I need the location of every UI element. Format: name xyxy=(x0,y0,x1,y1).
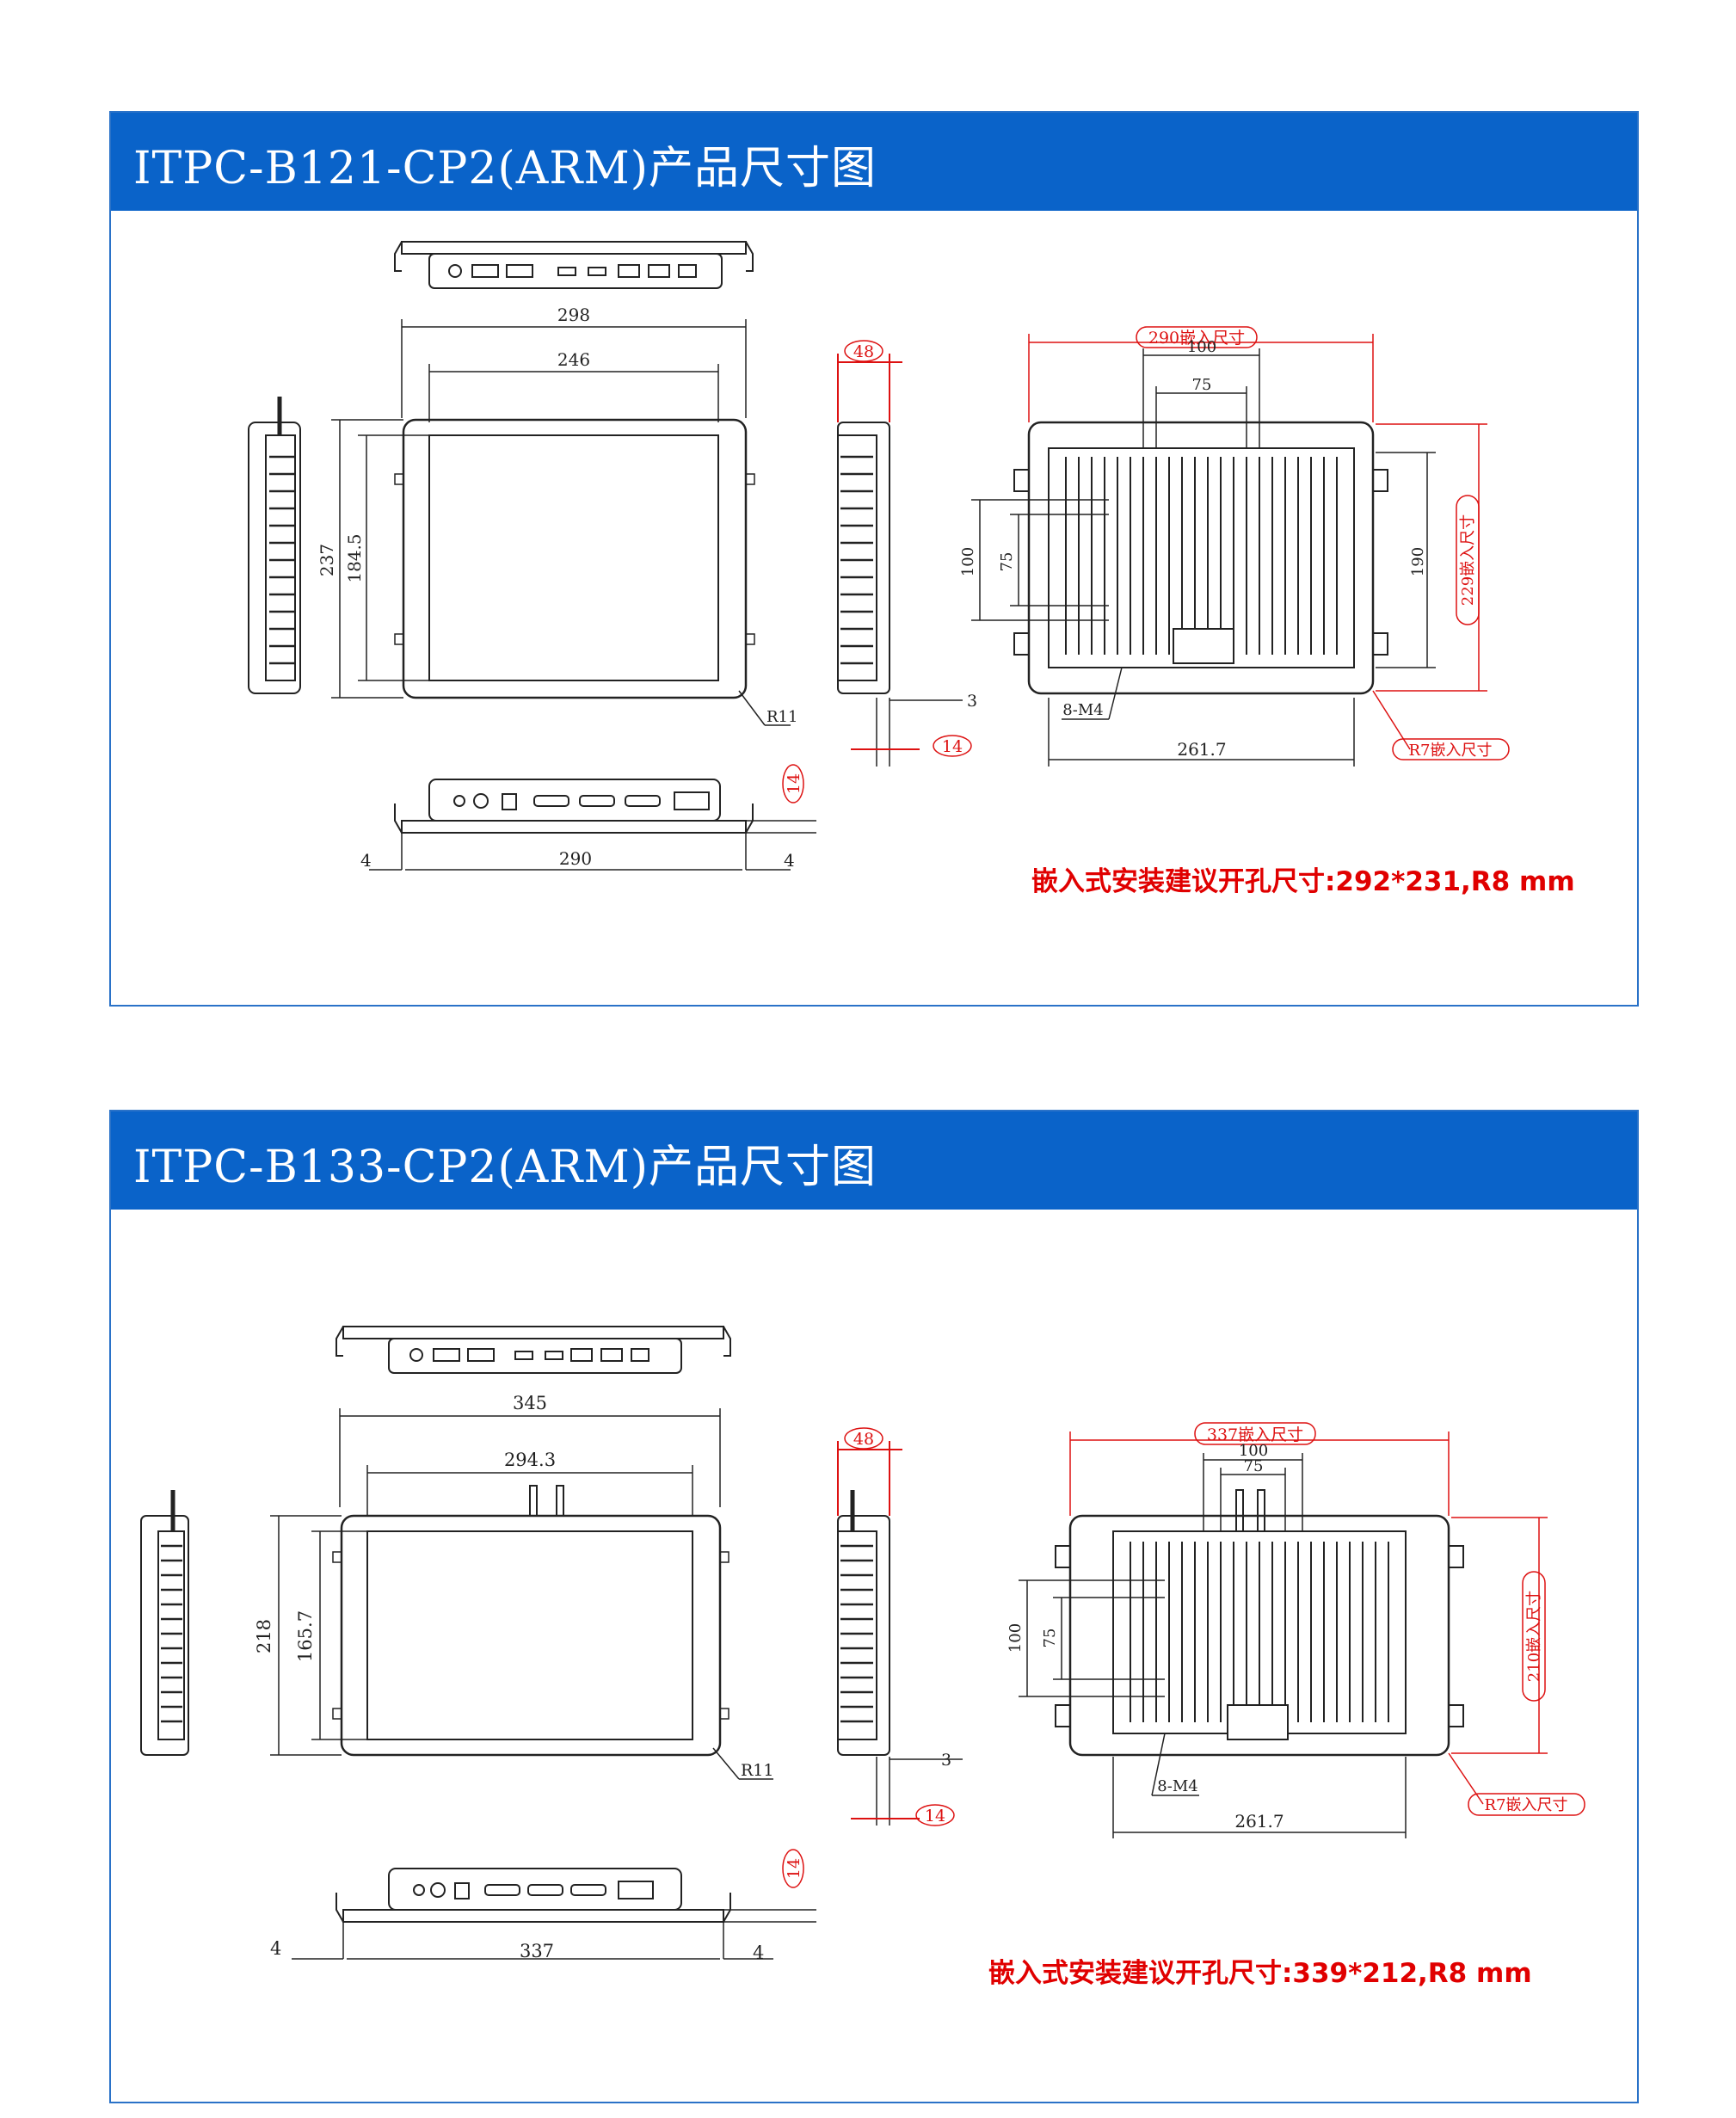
front-dimensions xyxy=(270,1408,721,1756)
dim-height: 237 xyxy=(317,544,337,576)
dim-height: 218 xyxy=(254,1619,274,1653)
cut-width-bubble xyxy=(1136,326,1258,348)
back-dimensions xyxy=(1019,1431,1548,1838)
dim-hole-height-100: 100 xyxy=(959,547,977,576)
dim-bottom-right: 4 xyxy=(784,850,795,871)
mounting-note: 嵌入式安装建议开孔尺寸:339*212,R8 mm xyxy=(988,1958,1532,1989)
dim-bottom-right: 4 xyxy=(753,1943,764,1963)
dim-depth: 48 xyxy=(853,342,874,361)
depth-bubble xyxy=(844,1427,883,1450)
dim-bottom-height: 14 xyxy=(785,1858,803,1879)
back-view xyxy=(1055,1489,1464,1757)
dim-bottom-height: 14 xyxy=(785,773,803,794)
dim-width: 298 xyxy=(557,305,590,325)
panel-title: ITPC-B121-CP2(ARM)产品尺寸图 xyxy=(133,143,877,194)
dim-cut-radius: R7嵌入尺寸 xyxy=(1484,1796,1567,1814)
panel-bubble xyxy=(933,735,972,757)
dim-panel: 14 xyxy=(942,737,963,756)
dim-hole-width-100: 100 xyxy=(1239,1442,1268,1460)
dim-bottom-width: 337 xyxy=(520,1941,554,1961)
dim-hole-width-100: 100 xyxy=(1187,338,1216,356)
dim-hole-width-75: 75 xyxy=(1244,1457,1264,1475)
dim-hole-height-75: 75 xyxy=(998,552,1016,572)
dim-bottom-left: 4 xyxy=(360,850,372,871)
depth-bubble xyxy=(844,340,883,362)
cut-height-bubble xyxy=(1456,495,1480,625)
dim-width: 345 xyxy=(513,1393,547,1413)
dim-cut-width: 290嵌入尺寸 xyxy=(1148,329,1245,348)
dim-cut-radius: R7嵌入尺寸 xyxy=(1408,742,1492,760)
dim-cut-width: 337嵌入尺寸 xyxy=(1207,1425,1303,1444)
dim-bottom-left: 4 xyxy=(270,1938,281,1959)
dim-view-height: 184.5 xyxy=(344,533,365,582)
dim-bezel: 3 xyxy=(967,692,977,711)
dim-depth: 48 xyxy=(853,1430,874,1449)
bottom-view xyxy=(292,1868,816,1960)
top-view xyxy=(336,1326,731,1374)
panel-bubble xyxy=(915,1804,955,1826)
top-view xyxy=(394,241,754,289)
dim-hole-height-100: 100 xyxy=(1007,1623,1025,1653)
right-side-view xyxy=(837,1441,963,1826)
front-view xyxy=(332,1485,773,1780)
panel-header: ITPC-B121-CP2(ARM)产品尺寸图 xyxy=(111,113,1637,211)
dim-bottom-width: 290 xyxy=(559,848,592,869)
right-side-view xyxy=(837,354,963,767)
dim-base-width: 261.7 xyxy=(1177,739,1226,760)
left-side-view xyxy=(248,397,301,694)
dim-radius: R11 xyxy=(741,1761,773,1780)
back-view xyxy=(1013,421,1388,695)
dim-view-width: 294.3 xyxy=(504,1450,556,1470)
label-screws: 8-M4 xyxy=(1062,701,1103,719)
bottom-bubble xyxy=(782,764,804,803)
dim-base-width: 261.7 xyxy=(1234,1811,1284,1832)
dim-cut-height: 229嵌入尺寸 xyxy=(1459,514,1477,606)
front-view xyxy=(394,418,791,726)
cut-height-bubble xyxy=(1522,1571,1546,1702)
drawing-panel-2: ITPC-B133-CP2(ARM)产品尺寸图 345 294.3 218 16… xyxy=(109,1110,1639,2103)
dim-view-height: 165.7 xyxy=(295,1610,316,1662)
panel-header: ITPC-B133-CP2(ARM)产品尺寸图 xyxy=(111,1111,1637,1210)
technical-drawing: 298 246 237 184.5 R11 xyxy=(248,241,1510,871)
panel-title: ITPC-B133-CP2(ARM)产品尺寸图 xyxy=(133,1142,877,1193)
cut-radius-bubble xyxy=(1468,1793,1585,1816)
dim-hole-height-75: 75 xyxy=(1041,1629,1059,1648)
dim-hole-width-75: 75 xyxy=(1192,376,1212,394)
dim-mount-height: 190 xyxy=(1409,547,1427,576)
dim-bezel: 3 xyxy=(941,1751,951,1770)
mounting-note: 嵌入式安装建议开孔尺寸:292*231,R8 mm xyxy=(1031,866,1575,897)
dim-panel: 14 xyxy=(925,1807,945,1826)
dim-view-width: 246 xyxy=(557,349,590,370)
front-dimensions xyxy=(331,319,747,699)
bottom-bubble xyxy=(782,1849,804,1888)
back-dimensions xyxy=(971,334,1487,767)
cut-radius-bubble xyxy=(1392,738,1510,760)
label-screws: 8-M4 xyxy=(1157,1777,1197,1795)
dim-cut-height: 210嵌入尺寸 xyxy=(1525,1591,1543,1682)
bottom-view xyxy=(369,779,816,871)
dim-radius: R11 xyxy=(766,708,797,726)
technical-drawing: 345 294.3 218 165.7 R11 xyxy=(140,1326,1585,1963)
left-side-view xyxy=(140,1490,189,1756)
cut-width-bubble xyxy=(1194,1422,1316,1445)
drawing-panel-1: ITPC-B121-CP2(ARM)产品尺寸图 298 246 237 184.… xyxy=(109,111,1639,1007)
